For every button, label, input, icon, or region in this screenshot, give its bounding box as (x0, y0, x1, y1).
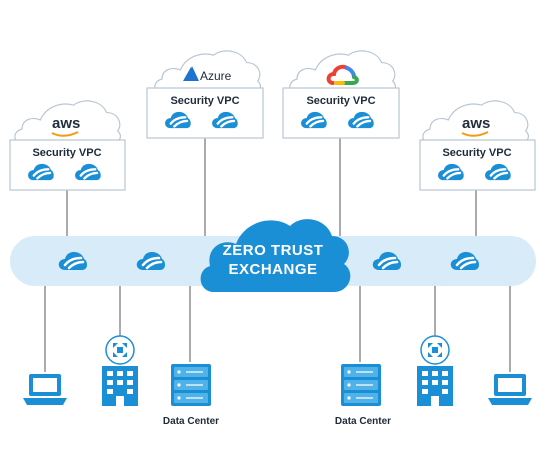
laptop-icon (488, 374, 532, 405)
cloud-aws-right: aws Security VPC (419, 100, 536, 191)
exchange-title-line2: EXCHANGE (228, 261, 317, 278)
data-center-label: Data Center (335, 416, 391, 427)
laptop-icon (23, 374, 67, 405)
vpc-box (146, 87, 264, 139)
aws-logo: aws (462, 115, 490, 132)
azure-logo: Azure (200, 69, 232, 83)
data-center-icon (171, 364, 211, 406)
cloud-azure: Azure Security VPC (146, 50, 264, 139)
aws-logo: aws (52, 115, 80, 132)
vpc-box (419, 139, 536, 191)
zero-trust-exchange-bar: ZERO TRUST EXCHANGE (10, 219, 536, 292)
exchange-title-line1: ZERO TRUST (223, 242, 324, 259)
vpc-box (9, 139, 126, 191)
vpc-label: Security VPC (306, 95, 375, 107)
aws-smile-icon (51, 131, 79, 137)
branch-office-icon (417, 335, 453, 406)
upper-connectors (66, 138, 477, 236)
vpc-label: Security VPC (170, 95, 239, 107)
cloud-aws-left: aws Security VPC (9, 100, 126, 191)
data-center-icon (341, 364, 381, 406)
branch-office-icon (102, 335, 138, 406)
vpc-label: Security VPC (32, 147, 101, 159)
exchange-cloud (200, 219, 351, 292)
vpc-label: Security VPC (442, 147, 511, 159)
azure-icon (183, 66, 199, 81)
cloud-gcp: Security VPC (282, 50, 400, 139)
vpc-box (282, 87, 400, 139)
aws-smile-icon (461, 131, 489, 137)
lower-connectors (44, 286, 511, 372)
data-center-label: Data Center (163, 416, 219, 427)
google-cloud-icon (326, 64, 359, 85)
